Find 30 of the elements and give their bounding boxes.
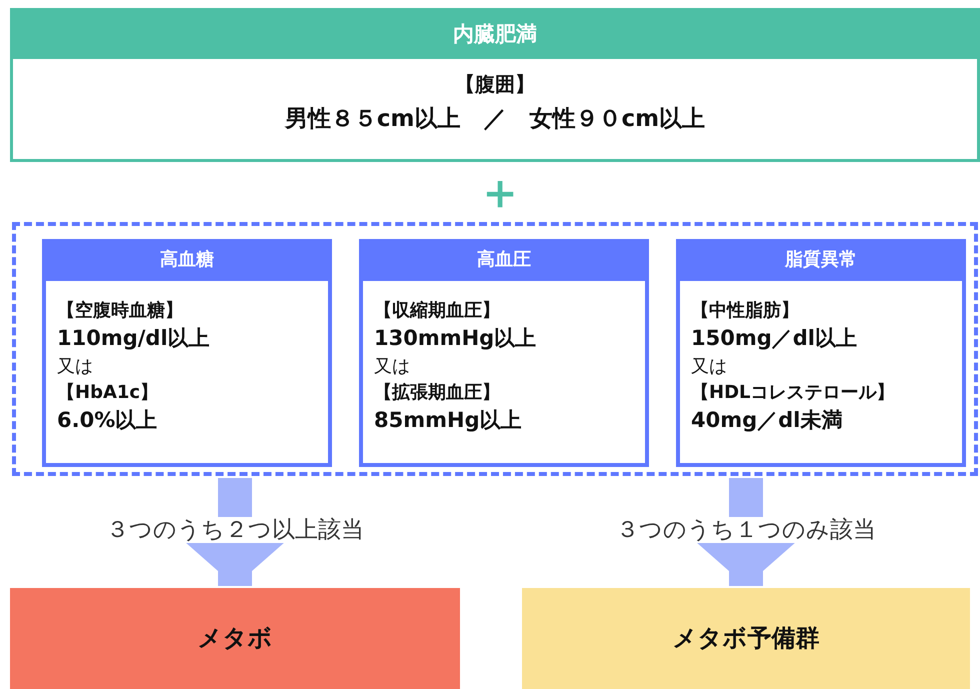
- block-arrow: [696, 478, 796, 586]
- category-box: [10, 8, 980, 162]
- criteria-text: 男性８５cm以上 ／ 女性９０cm以上: [284, 105, 706, 134]
- result-box: [10, 588, 460, 689]
- item-label: 【中性脂肪】: [691, 299, 799, 322]
- block-arrow: [185, 478, 285, 586]
- result-label: メタボ: [196, 623, 274, 654]
- value-text: 6.0%以上: [57, 407, 158, 434]
- criteria-text: 【腹囲】: [454, 71, 536, 98]
- item-label: 【HbA1c】: [57, 381, 158, 404]
- value-text: 85mmHg以上: [374, 407, 522, 434]
- connective-text: 又は: [691, 355, 727, 378]
- value-text: 150mg／dl以上: [691, 325, 857, 352]
- value-text: 40mg／dl未満: [691, 407, 842, 434]
- value-text: 110mg/dl以上: [57, 325, 210, 352]
- item-label: 【拡張期血圧】: [374, 381, 500, 404]
- result-label: メタボ予備群: [672, 623, 820, 654]
- item-label: 【空腹時血糖】: [57, 299, 183, 322]
- criteria-card: [42, 239, 332, 467]
- connective-text: 又は: [374, 355, 410, 378]
- item-label: 【HDLコレステロール】: [691, 381, 894, 404]
- connective-text: 又は: [57, 355, 93, 378]
- criteria-card: [359, 239, 649, 467]
- dashed-group-frame: [12, 222, 978, 476]
- box-header: 内臓肥満: [13, 11, 977, 59]
- plus-sign: ＋: [475, 164, 525, 220]
- criteria-card: [676, 239, 966, 467]
- item-label: 【収縮期血圧】: [374, 299, 500, 322]
- result-box: [522, 588, 970, 689]
- value-text: 130mmHg以上: [374, 325, 536, 352]
